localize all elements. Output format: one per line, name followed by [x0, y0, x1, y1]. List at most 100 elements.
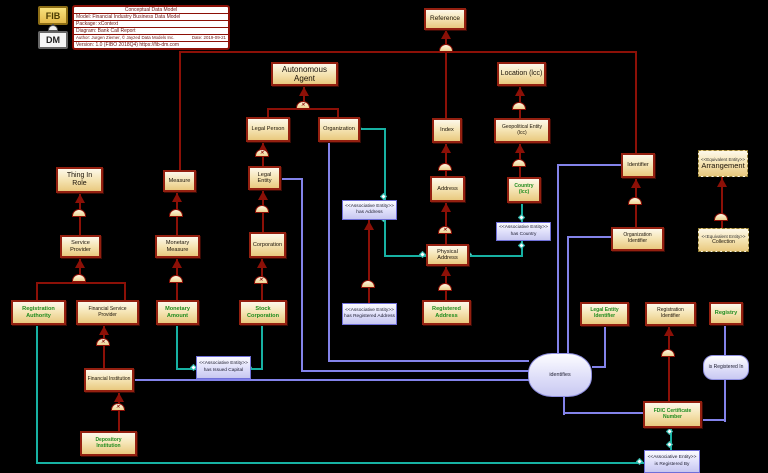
entity-label: Geopolitical Entity (lcc): [501, 123, 543, 136]
entity-label: Organization: [323, 126, 355, 133]
entity-monetary-amount[interactable]: Monetary Amount: [156, 300, 199, 325]
entity-label: identifies: [549, 371, 571, 378]
entity-thing-in-role[interactable]: Thing In Role: [56, 167, 103, 193]
entity-label: Registration Identifier: [657, 307, 684, 319]
subtype-cup-icon: [72, 209, 86, 217]
entity-stock-corporation[interactable]: Stock Corporation: [239, 300, 287, 325]
subtype-cup-icon: [439, 44, 453, 52]
entity-registration-identifier[interactable]: Registration Identifier: [645, 302, 696, 326]
entity-label: Financial Institution: [87, 376, 131, 383]
association-diamond-icon: [517, 241, 526, 250]
association-line: [670, 428, 672, 450]
entity-measure[interactable]: Measure: [163, 170, 196, 192]
entity-label: Financial Service Provider: [88, 305, 127, 318]
entity-physical-address[interactable]: Physical Address: [426, 244, 469, 266]
association-line: [360, 128, 386, 130]
entity-autonomous-agent[interactable]: Autonomous Agent: [271, 62, 338, 86]
subtype-arrow-icon: [441, 30, 451, 39]
association-line: [176, 325, 178, 370]
entity-label: Corporation: [252, 241, 283, 248]
stereotype-label: <<Associative Entity>>: [647, 455, 697, 461]
subtype-arrow-icon: [717, 178, 727, 187]
subtype-arrow-icon: [75, 194, 85, 203]
identifier-line: [563, 412, 644, 414]
exclusive-subtype-cup-icon: [254, 276, 268, 284]
entity-legal-entity-identifier[interactable]: Legal Entity Identifier: [580, 302, 629, 326]
exclusive-subtype-cup-icon: [96, 338, 110, 346]
association-line: [384, 255, 426, 257]
association-line: [384, 128, 386, 200]
entity-has-country[interactable]: <<Associative Entity>>has Country: [496, 222, 551, 241]
entity-label: Depository Institution: [95, 436, 122, 449]
entity-organization[interactable]: Organization: [318, 117, 360, 142]
entity-registered-address[interactable]: Registered Address: [422, 300, 471, 325]
entity-label: Measure: [168, 177, 191, 184]
entity-corporation[interactable]: Corporation: [249, 232, 286, 258]
version-text: Version: 1.0 (FIBO 2018Q4) https://fib-d…: [76, 42, 180, 48]
subtype-cup-icon: [512, 102, 526, 110]
entity-financial-service-provider[interactable]: Financial Service Provider: [76, 300, 139, 325]
entity-index[interactable]: Index: [432, 118, 462, 143]
entity-label: Reference: [430, 15, 460, 23]
subtype-line: [303, 86, 305, 110]
entity-financial-institution[interactable]: Financial Institution: [84, 368, 134, 392]
entity-service-provider[interactable]: Service Provider: [60, 235, 101, 258]
entity-arrangement[interactable]: <<Equivalent Entity>>Arrangement: [698, 150, 748, 177]
subtype-arrow-icon: [172, 193, 182, 202]
entity-legal-entity[interactable]: Legal Entity: [248, 166, 281, 190]
entity-reference[interactable]: Reference: [424, 8, 466, 30]
stereotype-label: <<Associative Entity>>: [345, 203, 394, 209]
entity-label: Collection: [712, 238, 735, 245]
entity-country[interactable]: Country (lcc): [507, 177, 541, 203]
entity-has-address[interactable]: <<Associative Entity>>has Address: [342, 200, 397, 220]
entity-registration-authority[interactable]: Registration Authority: [11, 300, 66, 325]
entity-registry[interactable]: Registry: [709, 302, 743, 325]
entity-monetary-measure[interactable]: Monetary Measure: [155, 235, 200, 258]
entity-label: is Registered In: [708, 364, 744, 371]
identifier-line: [724, 325, 726, 355]
subtype-line: [103, 325, 105, 368]
title-block-author: Author: Jurgen Ziemer, © Jayzed Data Mod…: [74, 35, 228, 42]
entity-fdic-certificate-number[interactable]: FDIC Certificate Number: [643, 401, 702, 428]
identifier-line: [604, 326, 606, 368]
subtype-line: [445, 51, 447, 118]
subtype-cup-icon: [361, 280, 375, 288]
identifier-line: [281, 178, 303, 180]
entity-has-issued-capital[interactable]: <<Associative Entity>>has Issued Capital: [196, 356, 251, 379]
subtype-line: [36, 282, 38, 300]
entity-depository-institution[interactable]: Depository Institution: [80, 431, 137, 456]
subtype-line: [445, 30, 447, 52]
entity-label: has Registered Address: [344, 314, 395, 319]
entity-organization-identifier[interactable]: Organization Identifier: [611, 227, 664, 251]
date-text: Date: 2019-09-21: [191, 35, 226, 40]
entity-geopolitical-entity[interactable]: Geopolitical Entity (lcc): [494, 118, 550, 143]
subtype-line: [179, 51, 181, 170]
entity-label: Stock Corporation: [246, 306, 279, 319]
subtype-line: [635, 51, 637, 153]
exclusive-subtype-cup-icon: [111, 403, 125, 411]
entity-label: Country (lcc): [514, 183, 534, 195]
entity-label: Identifier: [627, 162, 649, 169]
entity-is-registered-in[interactable]: is Registered In: [703, 355, 749, 380]
entity-legal-person[interactable]: Legal Person: [246, 117, 290, 142]
subtype-line: [337, 108, 339, 117]
subtype-cup-icon: [255, 205, 269, 213]
subtype-arrow-icon: [441, 203, 451, 212]
entity-address[interactable]: Address: [430, 176, 465, 202]
logo-subtype-cup-icon: [48, 25, 58, 31]
entity-label: Address: [437, 185, 458, 192]
subtype-cup-icon: [169, 275, 183, 283]
entity-label: Physical Address: [437, 248, 458, 261]
subtype-cup-icon: [661, 349, 675, 357]
subtype-line: [124, 282, 126, 300]
entity-collection[interactable]: <<Equivalent Entity>>Collection: [698, 228, 749, 252]
entity-location[interactable]: Location (lcc): [497, 62, 546, 86]
entity-label: has Country: [510, 231, 537, 237]
entity-identifies[interactable]: identifies: [528, 353, 592, 397]
entity-has-registered-address[interactable]: <<Associative Entity>>has Registered Add…: [342, 303, 397, 325]
entity-identifier[interactable]: Identifier: [621, 153, 655, 178]
entity-is-registered-by[interactable]: <<Associative Entity>>is Registered By: [644, 450, 700, 473]
subtype-cup-icon: [438, 283, 452, 291]
subtype-line: [721, 177, 723, 228]
subtype-arrow-icon: [441, 267, 451, 276]
